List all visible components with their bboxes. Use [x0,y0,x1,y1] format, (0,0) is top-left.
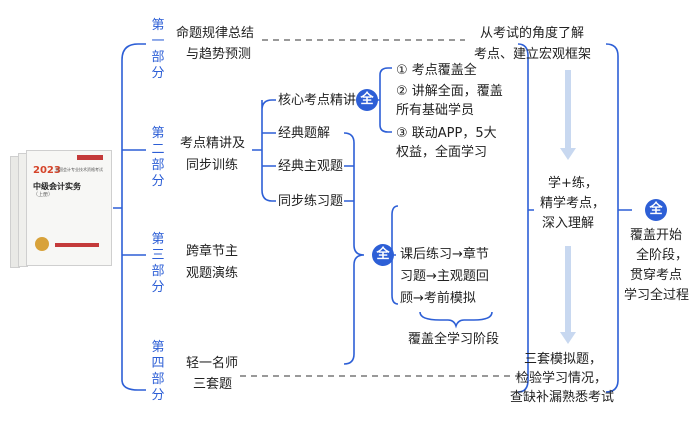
summary-line2: 全阶段， [636,248,689,263]
badge-full-summary: 全 [645,199,667,221]
core-feature-3-line2: 权益，全面学习 [396,145,488,160]
part-2-content-line2: 同步训练 [186,158,239,173]
book-title: 中级会计实务 [33,182,81,191]
book-emblem [35,237,49,251]
core-feature-2-line1: ② 讲解全面，覆盖 [396,84,503,99]
summary-line4: 学习全过程 [624,288,690,303]
right-bottom-line1: 三套模拟题， [524,352,603,367]
practice-flow-line3: 顾→考前模拟 [400,291,476,306]
book-front: 2023 全国会计专业技术资格考试 中级会计实务 （上册） [26,150,112,266]
right-top-line1: 从考试的角度了解 [480,26,585,41]
summary-line1: 覆盖开始 [630,228,683,243]
right-top-line2: 考点、建立宏观框架 [474,47,592,62]
part2-item-classic: 经典题解 [278,126,331,141]
part-4-content-line2: 三套题 [193,377,233,392]
core-feature-2-line2: 所有基础学员 [396,103,475,118]
book-volume: （上册） [33,192,54,198]
practice-coverage-note: 覆盖全学习阶段 [408,332,500,347]
book-logo [77,155,103,160]
book-publisher-mark [55,243,99,247]
summary-line3: 贯穿考点 [630,268,683,283]
part2-item-practice: 同步练习题 [278,194,344,209]
part-4-label: 第四部分 [151,340,165,403]
part-3-content-line2: 观题演练 [186,266,239,281]
part-2-content-line1: 考点精讲及 [180,136,246,151]
part-1-content-line2: 与趋势预测 [186,47,252,62]
part2-item-subjective: 经典主观题 [278,159,344,174]
book-year: 2023 [33,165,61,176]
right-middle-line1: 学+练， [548,176,598,191]
part-4-content-line1: 轻一名师 [186,356,239,371]
part-3-label: 第三部分 [151,232,165,295]
right-bottom-line3: 查缺补漏熟悉考试 [510,390,615,405]
right-bottom-line2: 检验学习情况， [516,371,608,386]
part2-item-core: 核心考点精讲 [278,93,357,108]
right-middle-line3: 深入理解 [542,216,595,231]
badge-full-core: 全 [356,89,378,111]
book-series: 全国会计专业技术资格考试 [55,167,103,172]
part-2-label: 第二部分 [151,126,165,189]
book-cover-illustration: 2023 全国会计专业技术资格考试 中级会计实务 （上册） [8,148,113,268]
practice-flow-line2: 习题→主观题回 [400,269,489,284]
part-3-content-line1: 跨章节主 [186,244,239,259]
right-middle-line2: 精学考点， [540,196,606,211]
part-1-content-line1: 命题规律总结 [176,26,255,41]
core-feature-3-line1: ③ 联动APP，5大 [396,126,497,141]
part-1-label: 第一部分 [151,18,165,81]
core-feature-1: ① 考点覆盖全 [396,63,477,78]
badge-full-practice: 全 [372,244,394,266]
practice-flow-line1: 课后练习→章节 [400,247,489,262]
